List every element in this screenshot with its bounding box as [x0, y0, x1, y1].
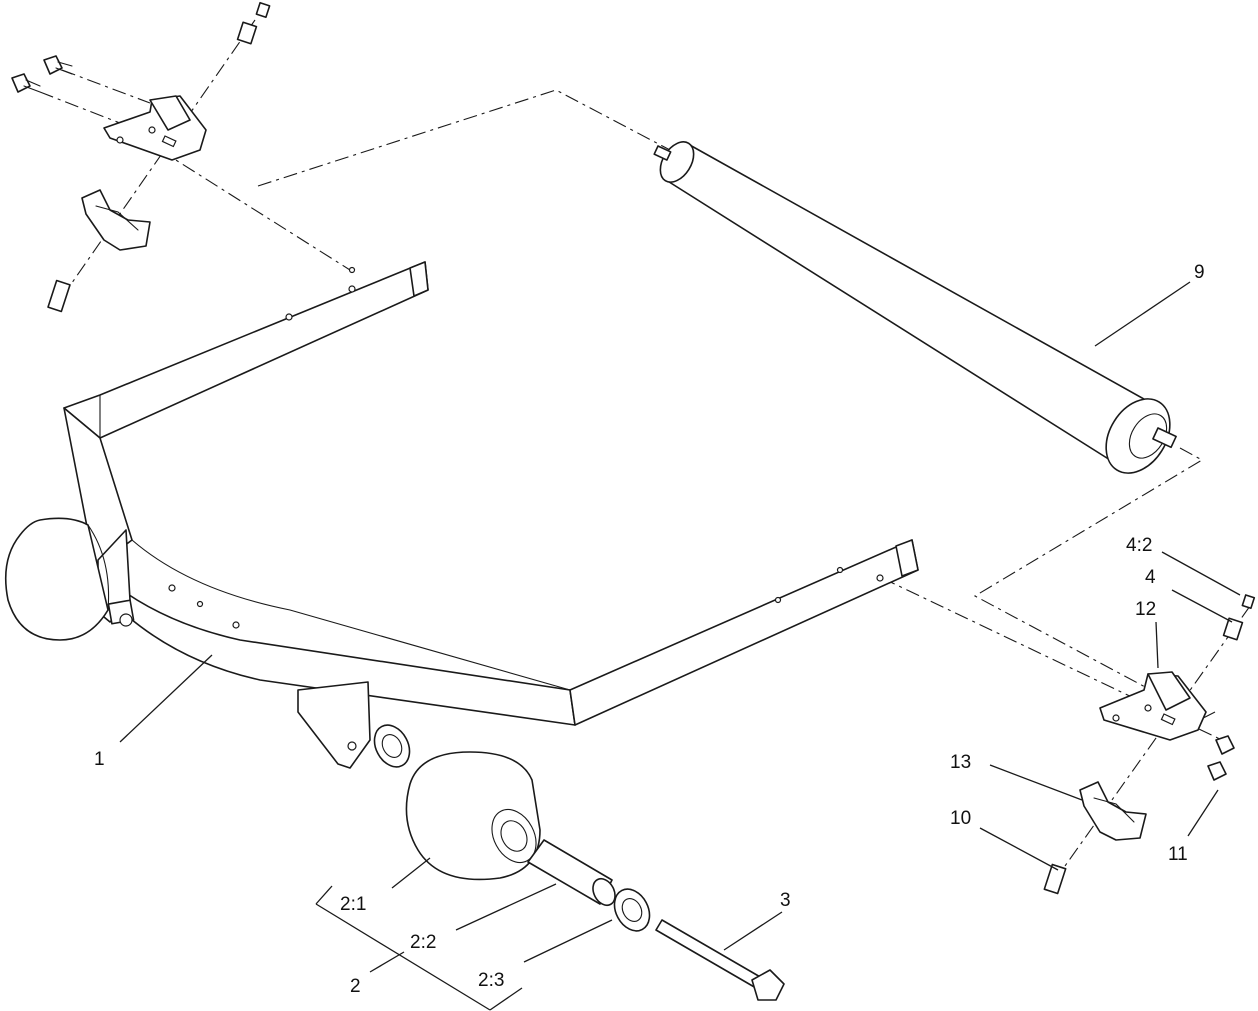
roller-part-9 — [653, 141, 1177, 474]
wheel-assembly-part-2 — [373, 724, 651, 932]
callout-1: 1 — [94, 749, 105, 770]
callout-13: 13 — [950, 752, 971, 773]
assembly-guide-lines — [39, 19, 1251, 881]
frame-part-1 — [63, 261, 919, 769]
callout-4-2: 4:2 — [1126, 535, 1152, 556]
callout-labels: 1 9 4:2 4 12 13 10 11 2:1 2:2 2:3 2 3 — [94, 262, 1205, 997]
callout-leaders — [119, 281, 1241, 1011]
callout-3: 3 — [780, 890, 791, 911]
left-wheel — [4, 517, 135, 641]
callout-4: 4 — [1145, 567, 1156, 588]
callout-9: 9 — [1194, 262, 1205, 283]
callout-2-2: 2:2 — [410, 932, 436, 953]
bracket-assembly-upper-left — [11, 1, 271, 313]
bracket-assembly-right — [1043, 594, 1256, 895]
callout-2: 2 — [350, 976, 361, 997]
callout-11: 11 — [1168, 844, 1188, 865]
callout-12: 12 — [1135, 599, 1156, 620]
callout-10: 10 — [950, 808, 971, 829]
callout-2-1: 2:1 — [340, 894, 366, 915]
axle-bolt-part-3 — [655, 919, 785, 1001]
callout-2-3: 2:3 — [478, 970, 504, 991]
